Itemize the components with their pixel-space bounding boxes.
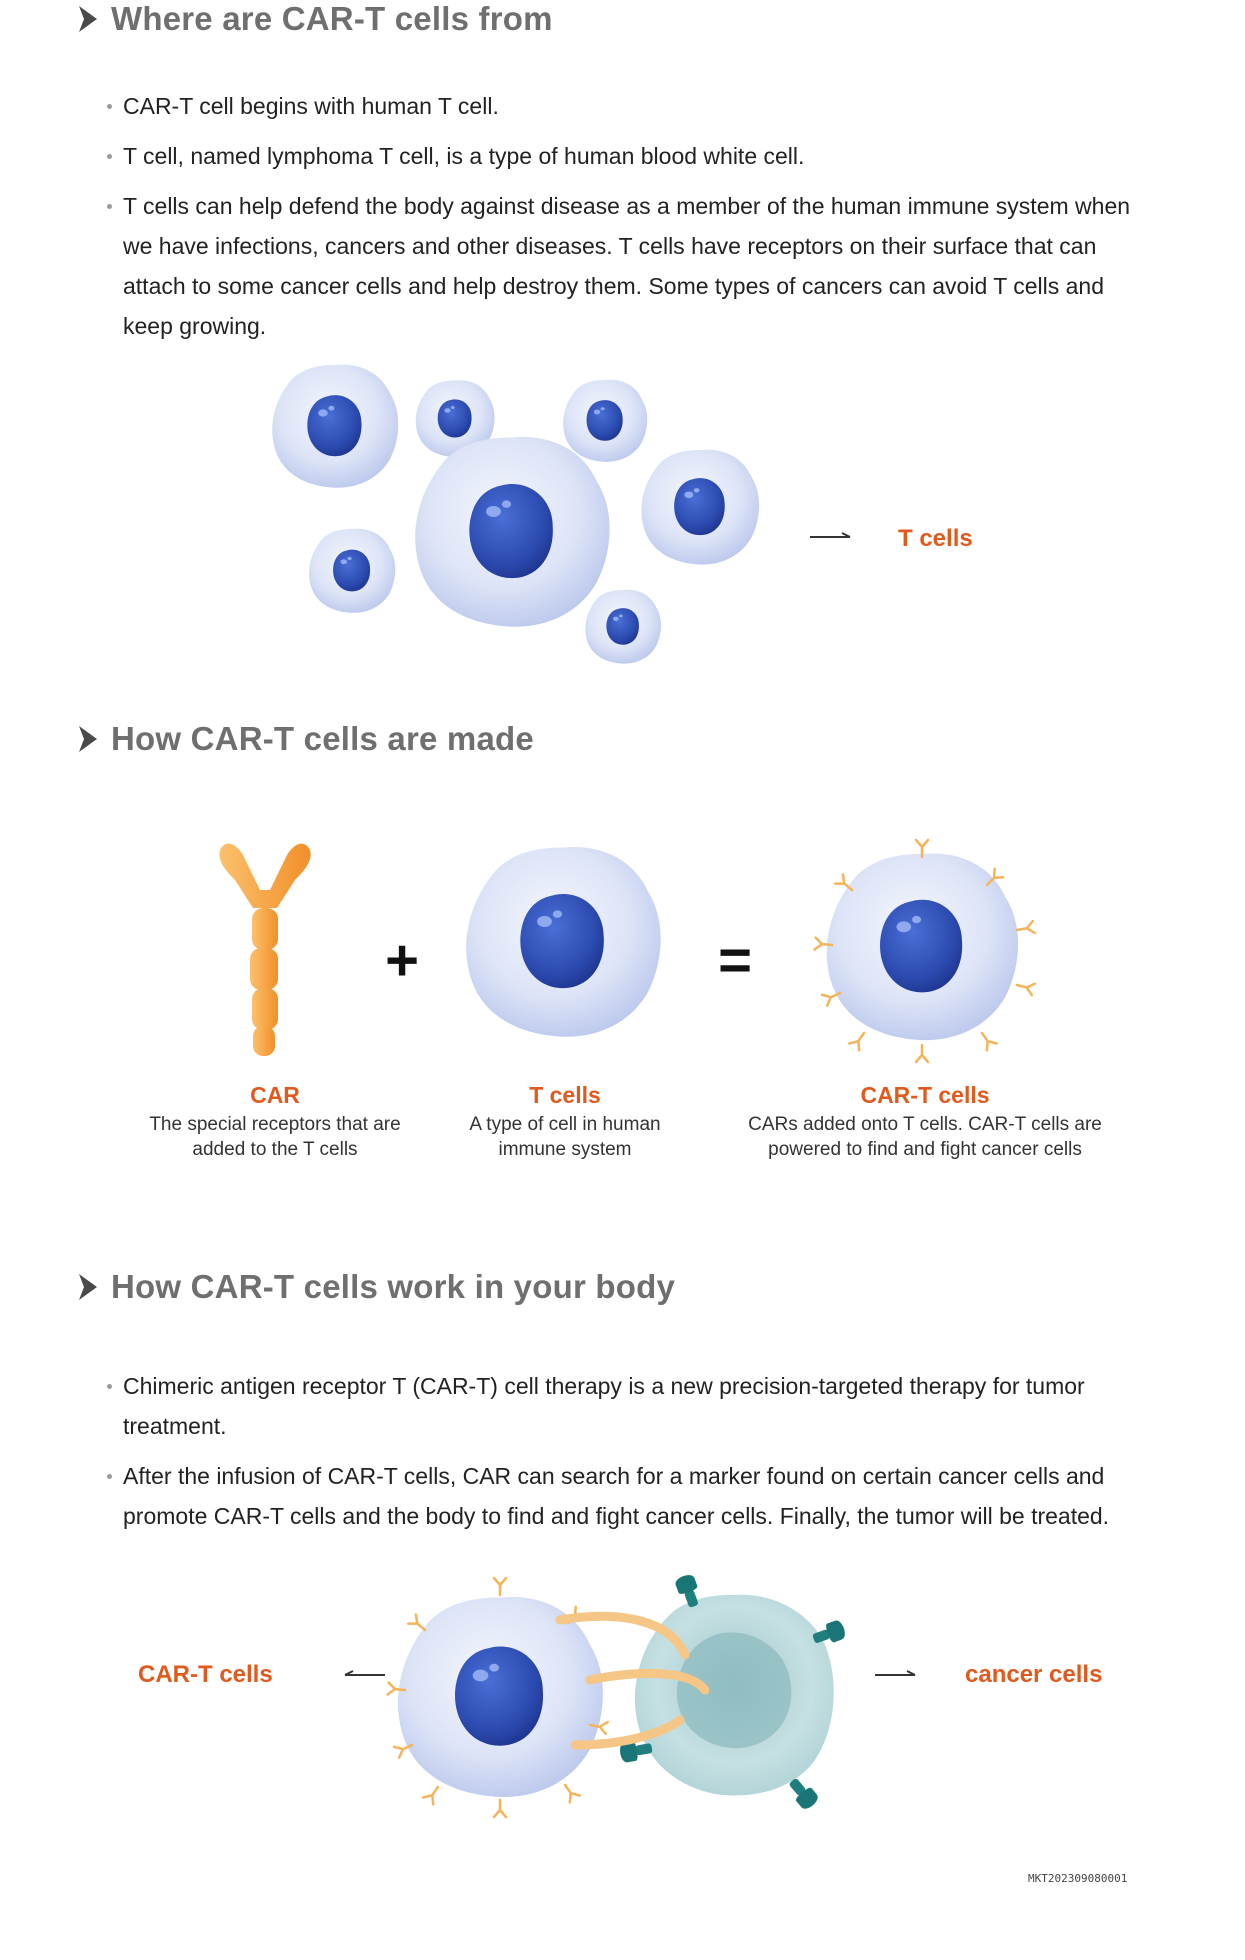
car-t-formula-illustration: + = — [219, 838, 1037, 1064]
car-receptor-illustration — [219, 843, 311, 1056]
plus-sign: + — [385, 928, 419, 993]
cancer-cells-label: cancer cells — [965, 1661, 1103, 1688]
t-cell-illustration — [585, 589, 661, 664]
document-code: MKT202309080001 — [1028, 1872, 1128, 1885]
list-item: After the infusion of CAR-T cells, CAR c… — [105, 1456, 1145, 1536]
car-t-cells-label: CAR-T cells — [138, 1661, 273, 1688]
arrow-icon — [344, 1670, 385, 1676]
chevron-right-icon — [79, 726, 97, 752]
origin-bullet-list: CAR-T cell begins with human T cell. T c… — [105, 86, 1145, 356]
equals-sign: = — [718, 928, 752, 993]
t-cell-illustration — [563, 379, 648, 462]
arrow-icon — [875, 1670, 916, 1676]
list-item: T cells can help defend the body against… — [105, 186, 1145, 346]
section-title: How CAR-T cells are made — [111, 720, 534, 757]
chevron-right-icon — [79, 6, 97, 32]
section-heading-made: How CAR-T cells are made — [75, 720, 534, 758]
t-cells-caption-title: T cells — [529, 1082, 601, 1108]
section-heading-origin: Where are CAR-T cells from — [75, 0, 553, 38]
t-cells-cluster-illustration — [272, 364, 851, 664]
list-item: CAR-T cell begins with human T cell. — [105, 86, 1145, 126]
list-item: T cell, named lymphoma T cell, is a type… — [105, 136, 1145, 176]
car-t-cells-caption-desc: CARs added onto T cells. CAR-T cells are… — [748, 1114, 1102, 1160]
cancer-cell-illustration — [618, 1572, 848, 1812]
list-item: Chimeric antigen receptor T (CAR-T) cell… — [105, 1366, 1145, 1446]
t-cell-illustration — [272, 364, 399, 488]
t-cell-illustration — [415, 436, 610, 627]
section-title: Where are CAR-T cells from — [111, 0, 553, 37]
t-cell-illustration — [466, 846, 661, 1037]
section-title: How CAR-T cells work in your body — [111, 1268, 675, 1305]
car-t-vs-cancer-illustration — [344, 1572, 916, 1819]
t-cells-label: T cells — [898, 525, 973, 552]
t-cell-illustration — [309, 528, 396, 613]
chevron-right-icon — [79, 1274, 97, 1300]
car-t-cell-illustration — [813, 838, 1037, 1064]
car-t-cells-caption-title: CAR-T cells — [860, 1082, 990, 1108]
section-heading-work: How CAR-T cells work in your body — [75, 1268, 675, 1306]
work-bullet-list: Chimeric antigen receptor T (CAR-T) cell… — [105, 1366, 1145, 1546]
t-cell-illustration — [641, 449, 760, 565]
arrow-icon — [810, 532, 851, 538]
car-caption-title: CAR — [250, 1082, 300, 1108]
